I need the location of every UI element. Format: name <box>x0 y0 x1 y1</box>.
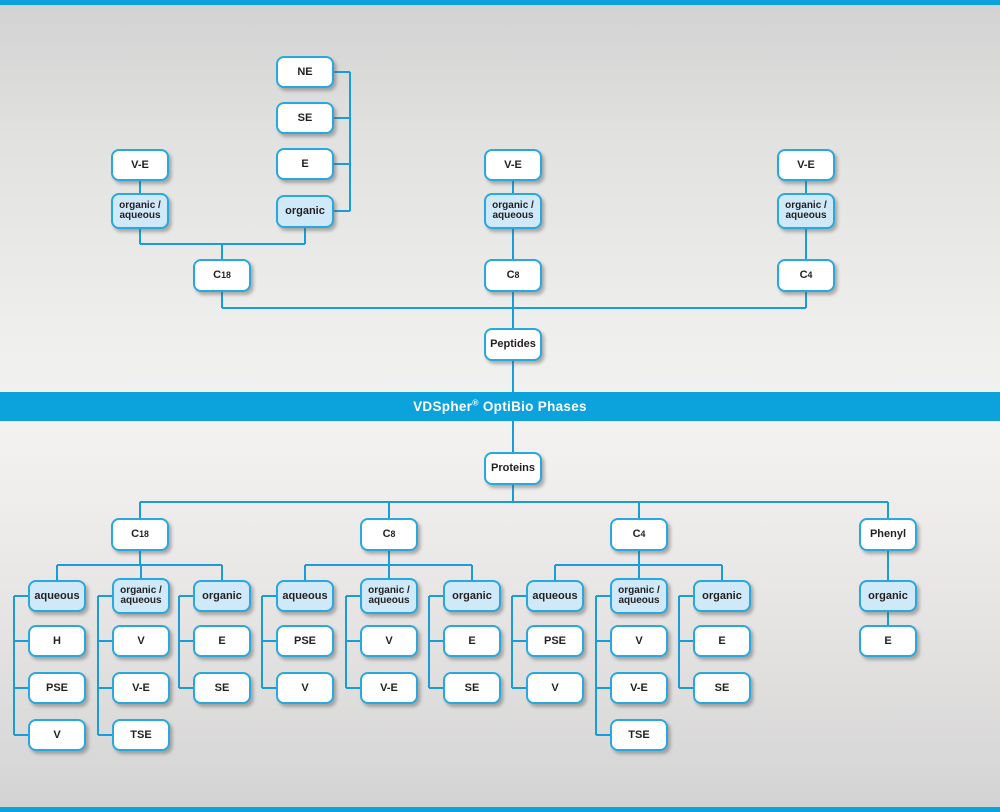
bottom-accent-bar <box>0 807 1000 812</box>
node-pse: PSE <box>28 672 86 704</box>
node-v-e: V-E <box>111 149 169 181</box>
node-proteins: Proteins <box>484 451 542 485</box>
node-organic: organic <box>693 580 751 612</box>
node-e: E <box>443 625 501 657</box>
banner-title: VDSpher® OptiBio Phases <box>413 397 587 414</box>
node-v: V <box>112 625 170 657</box>
node-organic-aqueous: organic / aqueous <box>360 578 418 614</box>
node-v: V <box>276 672 334 704</box>
node-v: V <box>28 719 86 751</box>
node-tse: TSE <box>610 719 668 751</box>
top-accent-bar <box>0 0 1000 5</box>
node-se: SE <box>276 102 334 134</box>
node-organic-aqueous: organic / aqueous <box>111 193 169 229</box>
node-tse: TSE <box>112 719 170 751</box>
node-v-e: V-E <box>112 672 170 704</box>
node-organic: organic <box>193 580 251 612</box>
node-organic: organic <box>443 580 501 612</box>
banner: VDSpher® OptiBio Phases <box>0 392 1000 421</box>
node-e: E <box>859 625 917 657</box>
node-e: E <box>693 625 751 657</box>
node-v-e: V-E <box>610 672 668 704</box>
node-organic-aqueous: organic / aqueous <box>112 578 170 614</box>
node-aqueous: aqueous <box>526 580 584 612</box>
node-v: V <box>610 625 668 657</box>
node-aqueous: aqueous <box>276 580 334 612</box>
node-v-e: V-E <box>777 149 835 181</box>
node-se: SE <box>443 672 501 704</box>
node-se: SE <box>693 672 751 704</box>
node-peptides: Peptides <box>484 327 542 361</box>
node-se: SE <box>193 672 251 704</box>
node-v-e: V-E <box>484 149 542 181</box>
node-organic: organic <box>859 580 917 612</box>
node-ne: NE <box>276 56 334 88</box>
node-e: E <box>193 625 251 657</box>
node-v-e: V-E <box>360 672 418 704</box>
node-pse: PSE <box>276 625 334 657</box>
node-e: E <box>276 148 334 180</box>
node-aqueous: aqueous <box>28 580 86 612</box>
node-organic: organic <box>276 194 334 228</box>
node-v: V <box>360 625 418 657</box>
node-h: H <box>28 625 86 657</box>
node-organic-aqueous: organic / aqueous <box>484 193 542 229</box>
node-organic-aqueous: organic / aqueous <box>610 578 668 614</box>
node-organic-aqueous: organic / aqueous <box>777 193 835 229</box>
node-pse: PSE <box>526 625 584 657</box>
node-phenyl: Phenyl <box>859 517 917 551</box>
node-v: V <box>526 672 584 704</box>
